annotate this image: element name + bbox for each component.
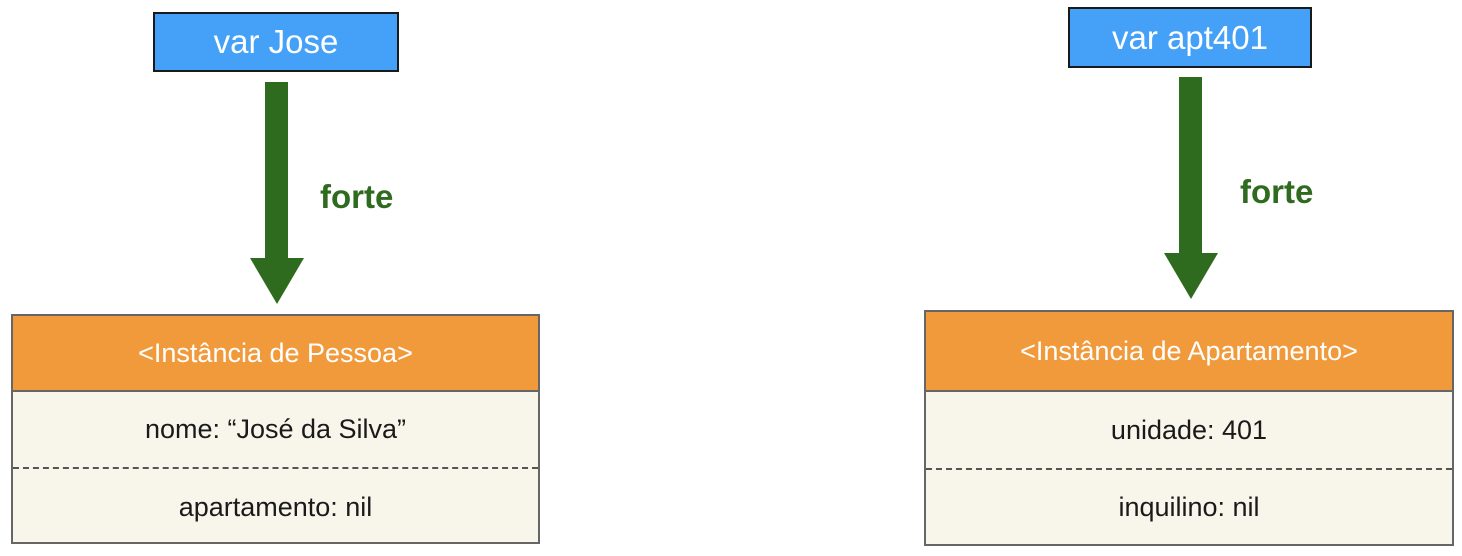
strong-reference-arrow-right [1164,77,1218,299]
property-nome: nome: “José da Silva” [13,392,538,469]
reference-label-left: forte [320,178,394,215]
instance-apartamento: <Instância de Apartamento> unidade: 401 … [924,310,1454,546]
strong-reference-arrow-left [250,82,304,304]
instance-apartamento-title: <Instância de Apartamento> [926,312,1452,392]
reference-label-right: forte [1240,173,1314,210]
variable-jose: var Jose [153,12,399,72]
instance-pessoa-title: <Instância de Pessoa> [13,316,538,392]
variable-apt401: var apt401 [1068,7,1312,68]
property-apartamento: apartamento: nil [178,492,373,522]
property-unidade: unidade: 401 [926,392,1452,470]
property-inquilino: inquilino: nil [1118,491,1260,522]
instance-pessoa: <Instância de Pessoa> nome: “José da Sil… [11,314,540,544]
